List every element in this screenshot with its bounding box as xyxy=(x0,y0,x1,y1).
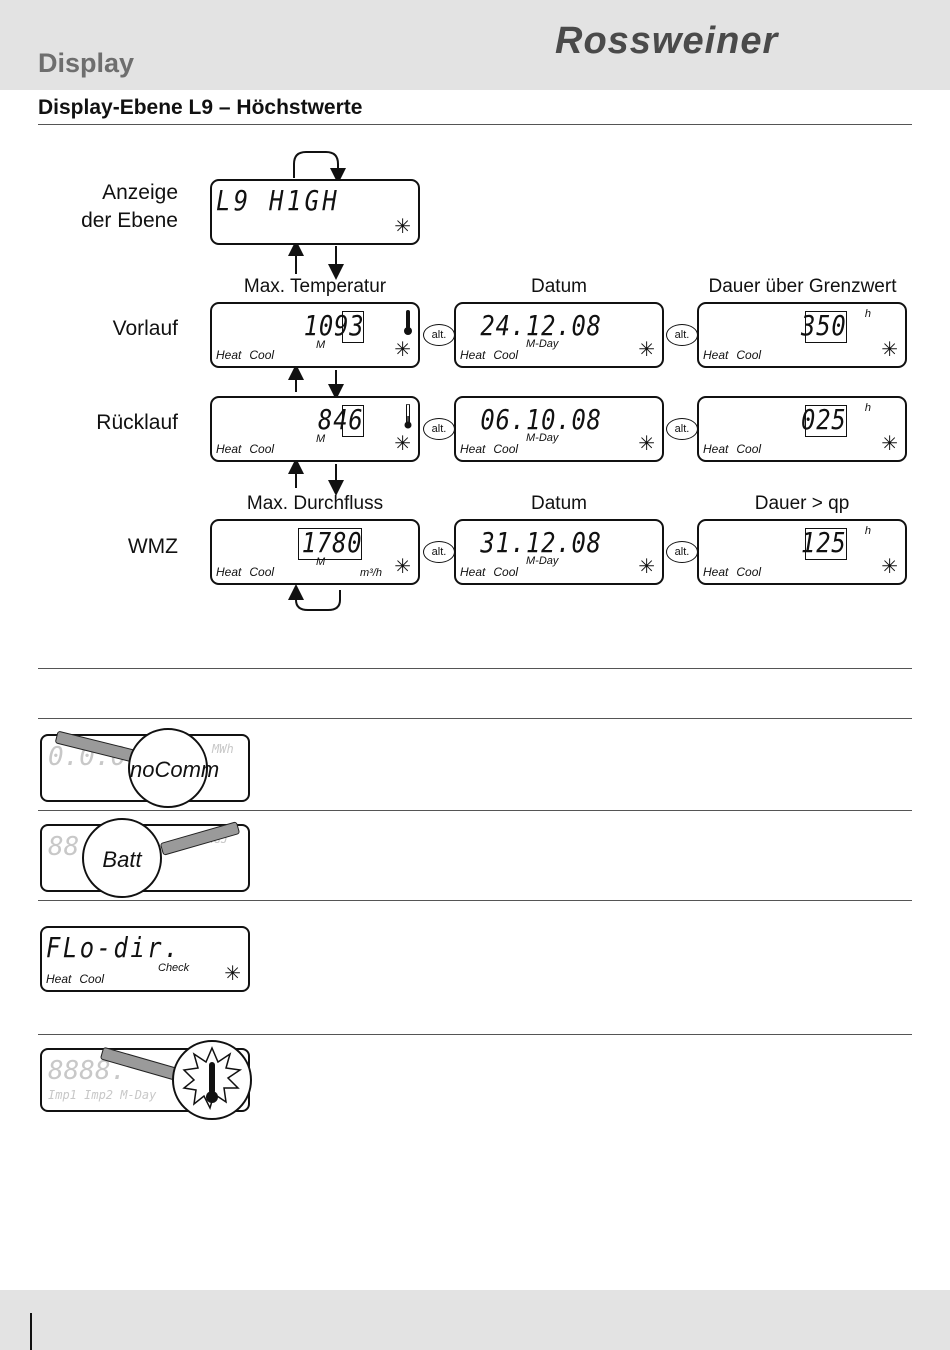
check-label: Check xyxy=(158,962,190,974)
h-label: h xyxy=(864,402,871,414)
thermometer-icon xyxy=(404,403,412,429)
vorlauf-label: Vorlauf xyxy=(112,317,178,340)
lcd-value: 1780 xyxy=(301,526,362,559)
section-title: Display xyxy=(38,48,135,78)
level-lcd-text: L9 H1GH xyxy=(216,184,341,217)
divider xyxy=(38,668,912,669)
thermometer-alert-magnifier xyxy=(172,1040,252,1120)
lcd-value: 125 xyxy=(801,526,847,559)
digit-box xyxy=(298,528,362,560)
title-divider xyxy=(38,124,912,125)
mday-label: M-Day xyxy=(526,338,559,350)
flodir-text: FLo-dir. xyxy=(46,931,182,964)
lcd-value: 025 xyxy=(801,403,847,436)
alt-button[interactable]: alt. xyxy=(423,418,455,440)
sun-icon: ✳ xyxy=(394,556,411,578)
page-title: Display-Ebene L9 – Höchstwerte xyxy=(38,96,363,119)
alt-button[interactable]: alt. xyxy=(666,541,698,563)
lcd-value: 24.12.08 xyxy=(480,309,602,342)
flow-unit-label: m³/h xyxy=(360,567,382,579)
mday-label: M-Day xyxy=(526,555,559,567)
wmz-label: WMZ xyxy=(127,535,178,558)
lcd-value: 846 xyxy=(318,403,364,436)
col-dauer-qp: Dauer > qp xyxy=(754,493,850,514)
divider xyxy=(38,810,912,811)
col-max-durchfluss: Max. Durchfluss xyxy=(246,493,384,514)
lcd-value: 31.12.08 xyxy=(480,526,602,559)
m-label: M xyxy=(316,433,326,445)
col-datum-2: Datum xyxy=(531,493,587,514)
level-lcd: L9 H1GH ✳ xyxy=(210,179,420,245)
digit-box xyxy=(805,528,847,560)
col-max-temperatur: Max. Temperatur xyxy=(243,276,387,297)
footer-marker xyxy=(30,1313,32,1350)
sun-icon: ✳ xyxy=(394,216,411,238)
lcd-value: 06.10.08 xyxy=(480,403,602,436)
thermometer-alert-icon xyxy=(182,1046,243,1111)
digit-box xyxy=(342,405,364,437)
h-label: h xyxy=(864,308,871,320)
digit-box xyxy=(342,311,364,343)
sun-icon: ✳ xyxy=(394,339,411,361)
divider xyxy=(38,1034,912,1035)
alt-button[interactable]: alt. xyxy=(666,418,698,440)
divider xyxy=(38,900,912,901)
nocomm-magnifier: noComm xyxy=(128,728,219,808)
alt-button[interactable]: alt. xyxy=(666,324,698,346)
sun-icon: ✳ xyxy=(224,963,241,985)
alt-button[interactable]: alt. xyxy=(423,541,455,563)
batt-magnifier: Batt xyxy=(82,818,162,898)
sun-icon: ✳ xyxy=(881,433,898,455)
m-label: M xyxy=(316,339,326,351)
alt-button[interactable]: alt. xyxy=(423,324,455,346)
mday-label: M-Day xyxy=(526,432,559,444)
lcd-value: 350 xyxy=(801,309,847,342)
page-header xyxy=(0,0,950,90)
thermometer-icon xyxy=(404,310,412,335)
page-footer xyxy=(0,1290,950,1350)
sun-icon: ✳ xyxy=(638,339,655,361)
brand-logo: Rossweiner xyxy=(555,20,779,62)
sun-icon: ✳ xyxy=(881,556,898,578)
divider xyxy=(38,718,912,719)
sun-icon: ✳ xyxy=(881,339,898,361)
col-datum: Datum xyxy=(531,276,587,297)
lcd-value: 1093 xyxy=(303,309,364,342)
digit-box xyxy=(805,405,847,437)
h-label: h xyxy=(864,525,871,537)
sun-icon: ✳ xyxy=(638,556,655,578)
m-label: M xyxy=(316,556,326,568)
ruecklauf-label: Rücklauf xyxy=(96,411,178,434)
navigation-arrows xyxy=(288,151,346,611)
digit-box xyxy=(805,311,847,343)
level-label: Anzeige der Ebene xyxy=(81,181,178,232)
col-dauer-grenzwert: Dauer über Grenzwert xyxy=(708,276,897,297)
sun-icon: ✳ xyxy=(638,433,655,455)
sun-icon: ✳ xyxy=(394,433,411,455)
